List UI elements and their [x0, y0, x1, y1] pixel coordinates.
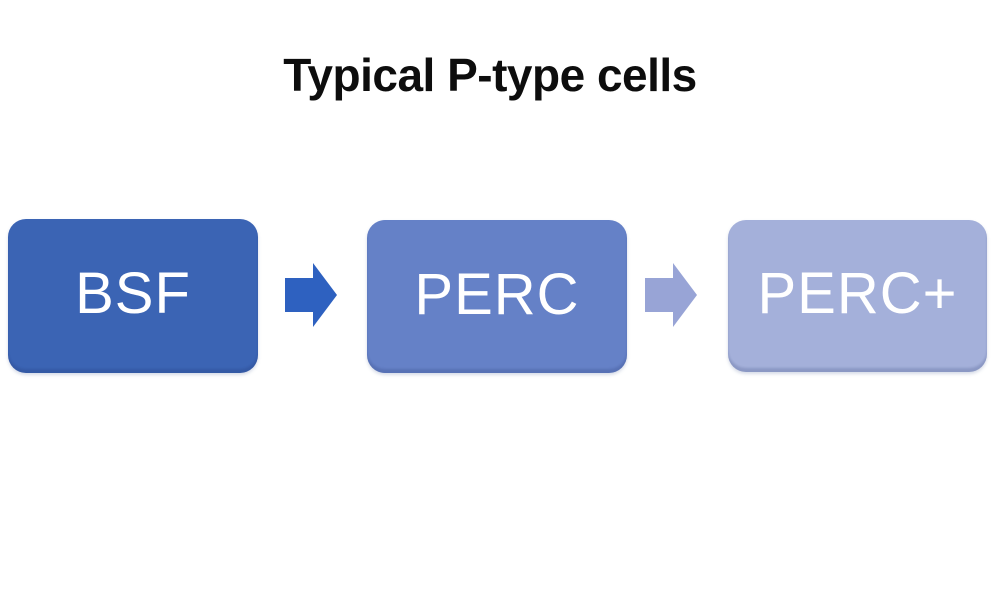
flow-node-perc-plus: PERC+ — [728, 220, 987, 372]
right-arrow-icon — [645, 263, 697, 327]
right-arrow-shape-2 — [645, 263, 697, 327]
flow-node-perc-plus-label: PERC+ — [757, 261, 958, 326]
flow-node-perc: PERC — [367, 220, 627, 373]
flow-node-perc-label: PERC — [414, 261, 580, 327]
flow-node-bsf-label: BSF — [75, 261, 191, 326]
diagram-title: Typical P-type cells — [283, 49, 697, 101]
right-arrow-icon — [285, 263, 337, 327]
flow-node-bsf: BSF — [8, 219, 258, 373]
right-arrow-shape-1 — [285, 263, 337, 327]
